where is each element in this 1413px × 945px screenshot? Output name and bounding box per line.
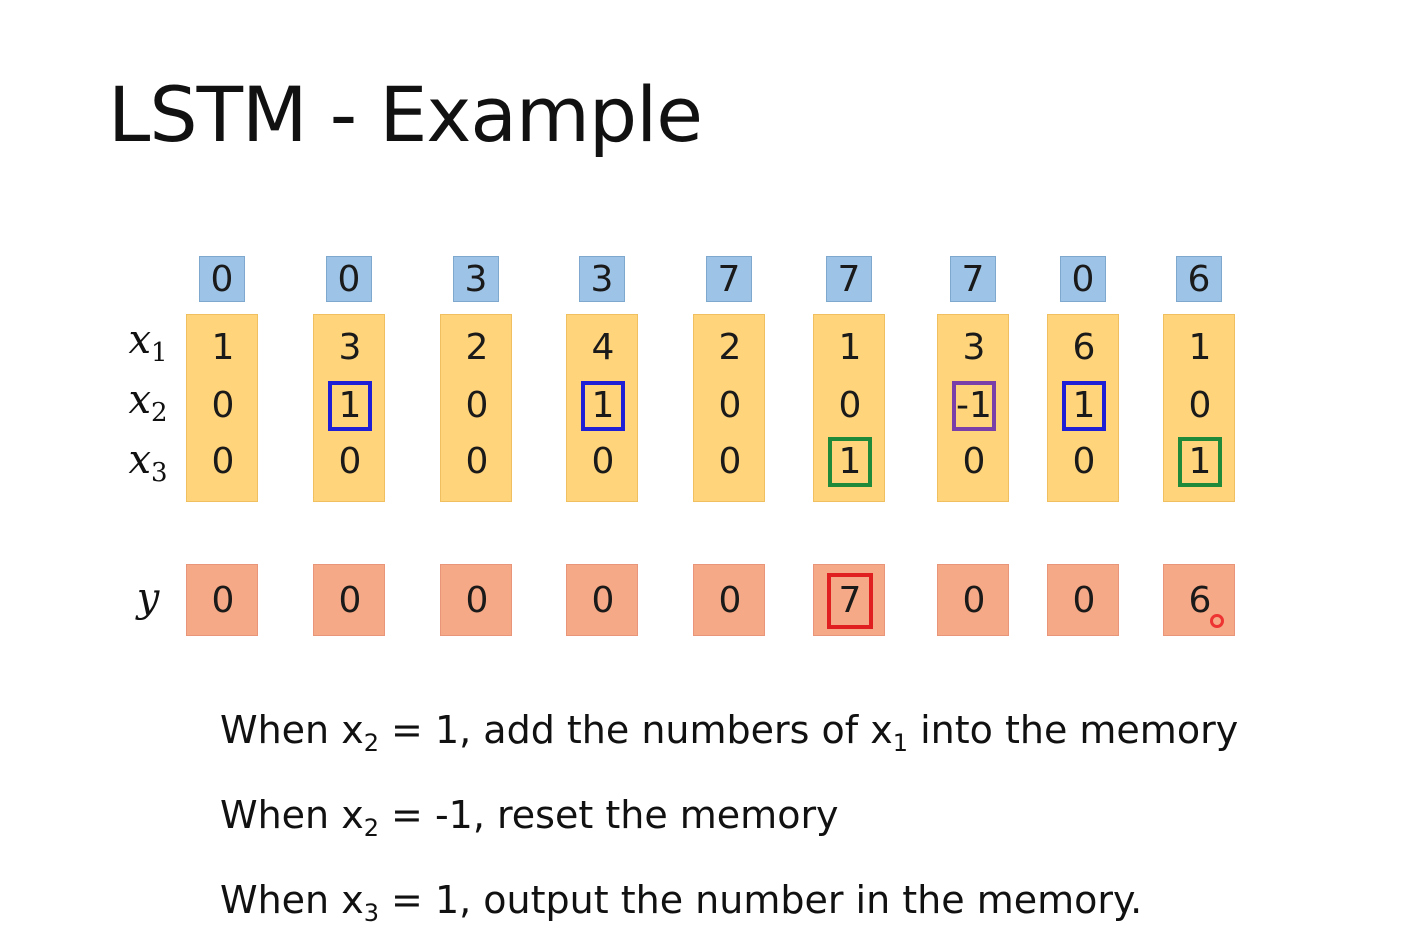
memory-cell: 3 <box>579 256 625 302</box>
input-x1-value: 2 <box>465 327 489 368</box>
rule-note-add: When x2 = 1, add the numbers of x1 into … <box>220 708 1239 757</box>
input-x1-value: 4 <box>591 327 615 368</box>
output-y-value: 7 <box>827 573 873 629</box>
input-x2-value: 1 <box>1062 381 1106 431</box>
output-y-value: 0 <box>591 580 615 621</box>
input-vector: 1 0 0 <box>186 314 258 502</box>
input-vector: 3 1 0 <box>313 314 385 502</box>
output-cell: 0 <box>313 564 385 636</box>
input-x2-value: 1 <box>581 381 625 431</box>
output-cell: 0 <box>566 564 638 636</box>
input-x2-value: 0 <box>838 385 862 426</box>
input-vector: 1 0 1 <box>813 314 885 502</box>
row-label-x3: x3 <box>128 437 168 488</box>
row-label-x2: x2 <box>128 377 168 428</box>
input-x2-value: 0 <box>211 385 235 426</box>
input-vector: 6 1 0 <box>1047 314 1119 502</box>
output-cell: 0 <box>440 564 512 636</box>
memory-cell: 6 <box>1176 256 1222 302</box>
input-x1-value: 3 <box>962 327 986 368</box>
input-x3-value: 0 <box>962 441 986 482</box>
input-x3-value: 0 <box>211 441 235 482</box>
input-x2-value: 0 <box>465 385 489 426</box>
input-x1-value: 2 <box>718 327 742 368</box>
output-y-value: 6 <box>1188 580 1212 621</box>
input-x3-value: 1 <box>1178 437 1222 487</box>
output-cell: 0 <box>937 564 1009 636</box>
input-x3-value: 0 <box>465 441 489 482</box>
input-x1-value: 1 <box>211 327 235 368</box>
memory-cell: 0 <box>199 256 245 302</box>
input-x3-value: 0 <box>1072 441 1096 482</box>
output-cell: 0 <box>186 564 258 636</box>
output-y-value: 0 <box>211 580 235 621</box>
input-x1-value: 6 <box>1072 327 1096 368</box>
input-x3-value: 1 <box>828 437 872 487</box>
output-cell: 6 <box>1163 564 1235 636</box>
input-vector: 3 -1 0 <box>937 314 1009 502</box>
input-vector: 2 0 0 <box>440 314 512 502</box>
input-x2-value: 0 <box>1188 385 1212 426</box>
row-label-x1: x1 <box>128 317 168 368</box>
input-x1-value: 1 <box>1188 327 1212 368</box>
output-y-value: 0 <box>465 580 489 621</box>
memory-cell: 7 <box>826 256 872 302</box>
output-cell: 0 <box>693 564 765 636</box>
output-y-value: 0 <box>1072 580 1096 621</box>
input-x3-value: 0 <box>338 441 362 482</box>
slide-title: LSTM - Example <box>108 70 703 159</box>
input-x1-value: 1 <box>838 327 862 368</box>
input-vector: 1 0 1 <box>1163 314 1235 502</box>
memory-cell: 0 <box>1060 256 1106 302</box>
cursor-icon <box>1210 614 1224 628</box>
memory-cell: 7 <box>950 256 996 302</box>
input-x2-value: 1 <box>328 381 372 431</box>
output-cell: 0 <box>1047 564 1119 636</box>
input-x3-value: 0 <box>591 441 615 482</box>
output-cell: 7 <box>813 564 885 636</box>
row-label-y: y <box>136 575 160 621</box>
input-vector: 4 1 0 <box>566 314 638 502</box>
input-x2-value: -1 <box>952 381 996 431</box>
input-x2-value: 0 <box>718 385 742 426</box>
memory-cell: 0 <box>326 256 372 302</box>
input-x3-value: 0 <box>718 441 742 482</box>
rule-note-reset: When x2 = -1, reset the memory <box>220 793 839 842</box>
input-vector: 2 0 0 <box>693 314 765 502</box>
input-x1-value: 3 <box>338 327 362 368</box>
rule-note-output: When x3 = 1, output the number in the me… <box>220 878 1143 927</box>
output-y-value: 0 <box>338 580 362 621</box>
output-y-value: 0 <box>962 580 986 621</box>
output-y-value: 0 <box>718 580 742 621</box>
memory-cell: 7 <box>706 256 752 302</box>
memory-cell: 3 <box>453 256 499 302</box>
